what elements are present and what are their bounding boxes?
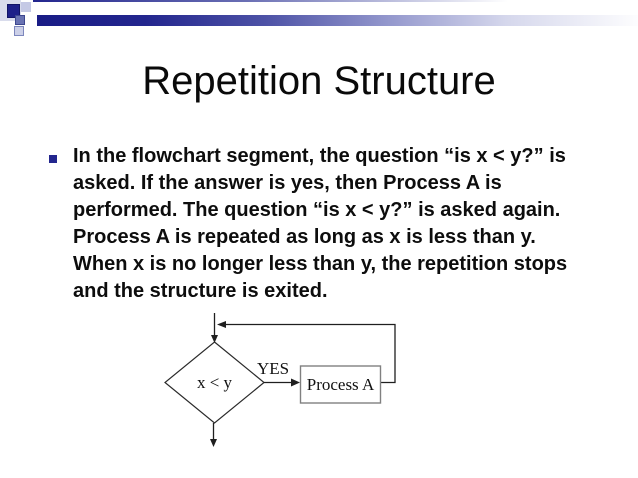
bullet-square-icon bbox=[49, 155, 57, 163]
deco-gradient-bar bbox=[37, 15, 638, 26]
decision-diamond bbox=[164, 341, 265, 424]
slide-title: Repetition Structure bbox=[142, 59, 496, 103]
process-label: Process A bbox=[307, 375, 375, 394]
arrowhead-right-yes-icon bbox=[291, 378, 300, 387]
deco-square-slate bbox=[15, 15, 25, 25]
deco-top-thin-bar bbox=[33, 0, 508, 2]
arrowhead-down-entry-icon bbox=[211, 335, 218, 343]
decision-label: x < y bbox=[197, 373, 233, 392]
arrowhead-down-exit-icon bbox=[210, 439, 217, 447]
deco-square-lightblue bbox=[21, 2, 31, 12]
deco-square-bordered bbox=[14, 26, 24, 36]
deco-square-navy bbox=[7, 4, 20, 18]
yes-branch-label: YES bbox=[257, 359, 289, 378]
arrowhead-left-loop-icon bbox=[217, 321, 226, 328]
process-box bbox=[299, 365, 382, 404]
flow-loopback-line bbox=[225, 323, 396, 384]
bullet-paragraph: In the flowchart segment, the question “… bbox=[73, 145, 568, 302]
